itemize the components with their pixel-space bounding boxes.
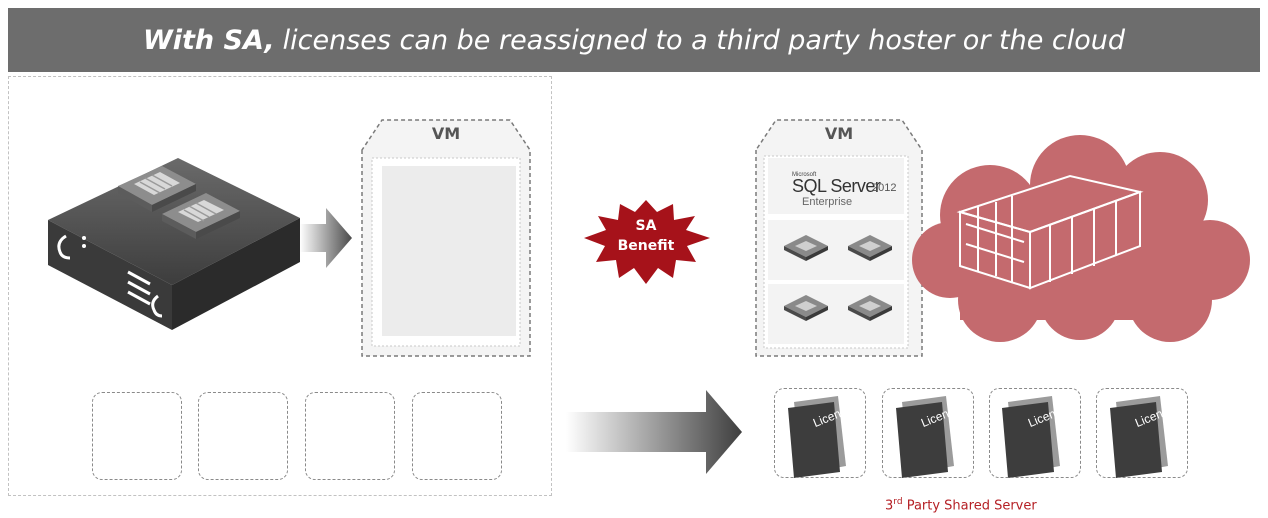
license-slot: License xyxy=(1096,388,1188,478)
sql-version: 2012 xyxy=(872,182,897,194)
sql-name: SQL Server xyxy=(792,176,881,196)
sql-edition: Enterprise xyxy=(802,196,853,208)
sa-line1: SA xyxy=(635,218,657,234)
third-party-caption: 3rd Party Shared Server xyxy=(885,497,1085,513)
license-slot: License xyxy=(774,388,866,478)
sa-benefit-badge xyxy=(584,200,710,284)
vm-cpu-chips xyxy=(784,235,892,321)
server-to-vm-arrow xyxy=(300,208,352,268)
license-slot: License xyxy=(882,388,974,478)
license-label: License xyxy=(919,401,963,430)
vm-right-label: VM xyxy=(824,124,854,143)
banner-title-rest: licenses can be reassigned to a third pa… xyxy=(282,24,1126,56)
empty-license-slot xyxy=(92,392,182,480)
on-premise-container xyxy=(8,76,552,496)
license-label: License xyxy=(1133,401,1177,430)
license-label: License xyxy=(1026,401,1070,430)
vm-left-label: VM xyxy=(431,124,461,143)
sql-vendor: Microsoft xyxy=(792,172,817,178)
empty-license-slot xyxy=(412,392,502,480)
license-slot: License xyxy=(989,388,1081,478)
sa-line2: Benefit xyxy=(617,238,675,254)
server-icon xyxy=(48,158,300,330)
vm-right-frame xyxy=(755,119,923,357)
datacenter-racks xyxy=(956,174,1144,290)
server-cpu-1 xyxy=(118,166,196,212)
vm-left-frame xyxy=(361,119,531,357)
sa-benefit-text: SA Benefit xyxy=(596,216,696,256)
cloud-icon xyxy=(912,135,1250,342)
caption-ordinal: 3 xyxy=(885,498,894,514)
license-books xyxy=(788,396,1168,478)
license-label: License xyxy=(811,401,855,430)
caption-suffix: rd xyxy=(893,497,903,507)
caption-rest: Party Shared Server xyxy=(906,498,1037,514)
licenses-transfer-arrow xyxy=(566,390,742,474)
empty-license-slot xyxy=(305,392,395,480)
server-cpu-2 xyxy=(162,193,240,239)
empty-license-slot xyxy=(198,392,288,480)
sql-server-product: Microsoft SQL Server 2012 Enterprise xyxy=(768,158,904,214)
banner-title-bold: With SA, xyxy=(142,24,275,56)
title-banner: With SA, licenses can be reassigned to a… xyxy=(8,8,1260,72)
